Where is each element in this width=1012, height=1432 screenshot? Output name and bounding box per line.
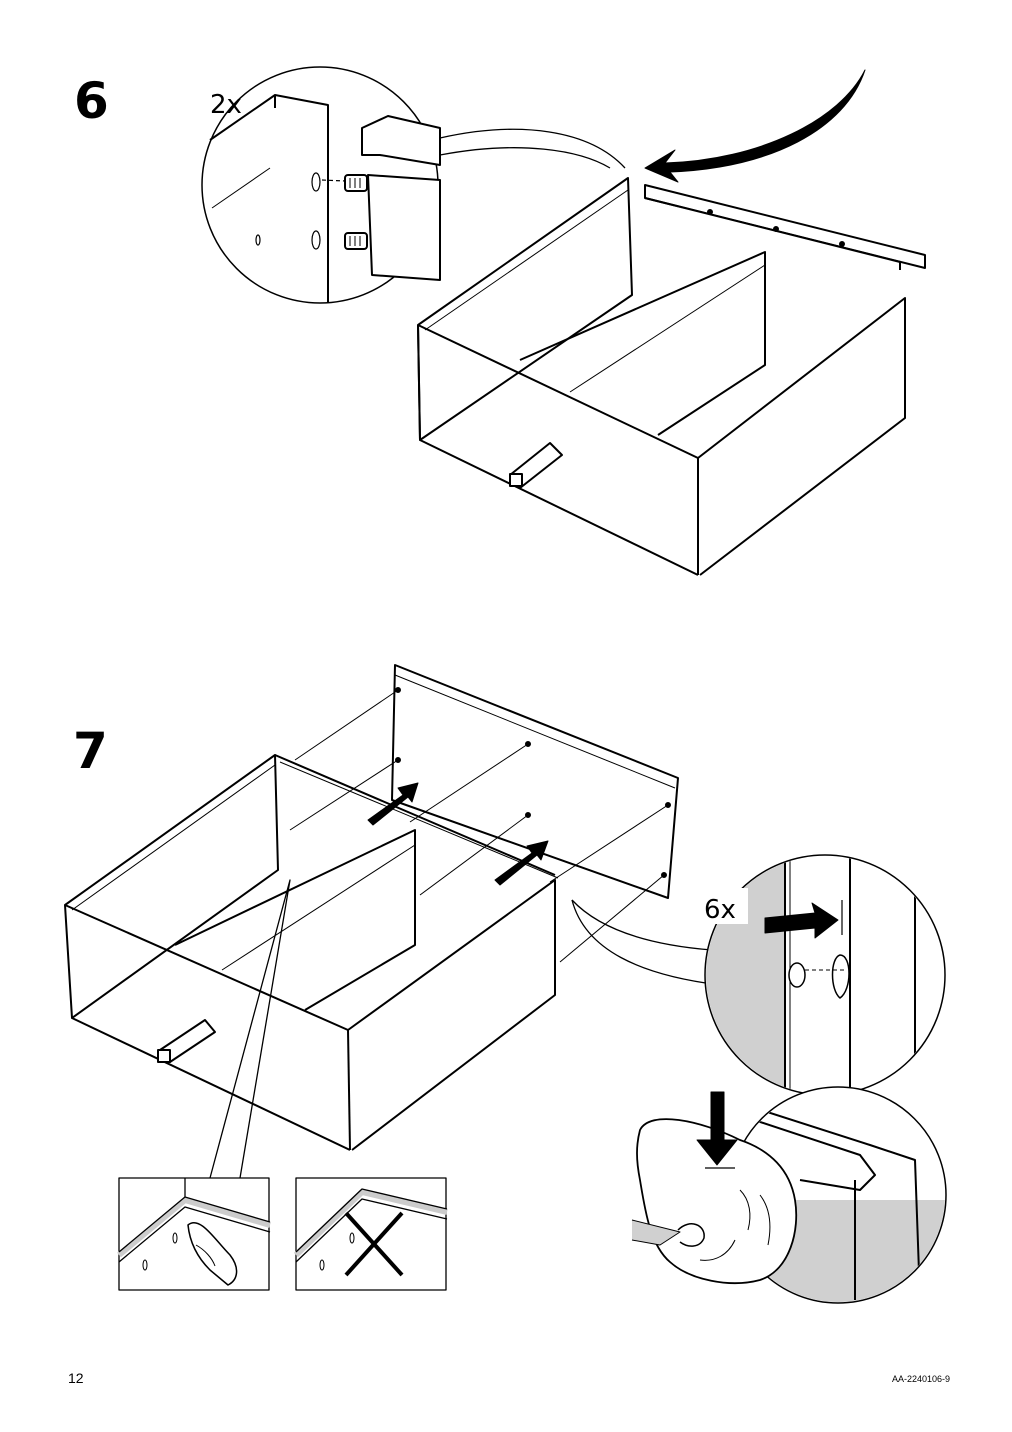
hand-icon [631, 1118, 798, 1284]
step6-back-rail [644, 184, 926, 270]
step7-hand-callout [631, 1086, 947, 1304]
step6-insert-arrow [644, 69, 866, 183]
page-number: 12 [68, 1370, 84, 1386]
step7-drawer-box [64, 754, 559, 1151]
step6-number: 6 [74, 72, 109, 130]
step7-press-down-arrow [696, 1091, 738, 1166]
step7-drawer-leg [157, 1019, 216, 1063]
step7-number: 7 [73, 722, 108, 780]
step6-drawer-box [417, 177, 906, 576]
step7-insert-arrow-right [494, 840, 549, 886]
step7-back-panel [391, 664, 679, 899]
step6-detail-panel [209, 94, 329, 302]
step7-quantity-label-backdrop [700, 888, 748, 924]
step7-insert-arrow-left [367, 782, 419, 826]
step7-detail-pointer [209, 879, 291, 1179]
step6-illustration [201, 66, 926, 576]
pressing-finger-icon [187, 1222, 238, 1286]
step7-detail-callout [571, 854, 946, 1096]
step6-detail-callout [201, 66, 626, 304]
document-code: AA-2240106-9 [891, 1374, 950, 1384]
step7-detail-correct [117, 1177, 271, 1291]
step7-push-arrow [764, 902, 839, 939]
step6-drawer-leg [509, 442, 563, 489]
step7-detail-incorrect [293, 1177, 448, 1291]
step6-quantity-label: 2x [210, 90, 242, 120]
incorrect-cross-icon [344, 1211, 404, 1277]
step7-guide-lines [289, 689, 669, 963]
step6-detail-rail [344, 115, 441, 281]
step7-quantity-label: 6x [704, 895, 736, 925]
step7-illustration [64, 664, 947, 1304]
